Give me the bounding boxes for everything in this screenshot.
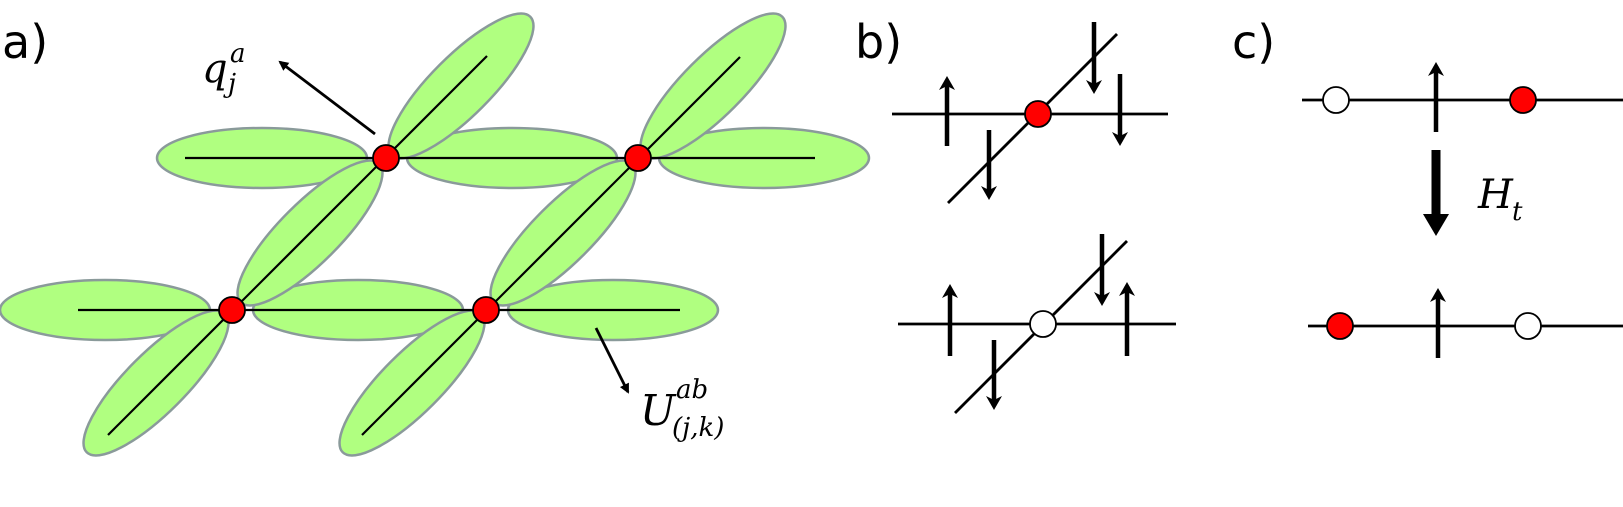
bond-line [107, 55, 488, 436]
empty-site [1322, 86, 1350, 114]
unitary-superscript: ab [676, 375, 708, 405]
panel-b: b) [855, 15, 1176, 414]
bonds [78, 55, 815, 436]
occupied-site [372, 144, 400, 172]
hamiltonian-symbol: H [1477, 172, 1514, 218]
charge-symbol: q [202, 46, 228, 92]
unitary-subscript: (j,k) [672, 413, 724, 443]
bond-line [361, 56, 741, 436]
panel-c: c) H t [1232, 15, 1623, 358]
hamiltonian-subscript: t [1512, 197, 1523, 227]
unitary-arrow [594, 327, 630, 394]
empty-site [1514, 312, 1542, 340]
occupied-site [472, 296, 500, 324]
occupied-site [1024, 100, 1052, 128]
chain-top [1302, 62, 1623, 132]
charge-superscript: a [230, 39, 246, 69]
panel-b-label: b) [855, 15, 902, 69]
occupied-site [218, 296, 246, 324]
occupied-site [1509, 86, 1537, 114]
occupied-site [1326, 312, 1354, 340]
occupied-site [624, 144, 652, 172]
panel-a: a) q a j [0, 12, 871, 457]
unitary-symbol: U [640, 386, 677, 435]
panel-a-label: a) [2, 15, 48, 69]
sites [218, 144, 652, 324]
panel-c-label: c) [1232, 15, 1275, 69]
lobes [0, 12, 871, 457]
empty-site [1029, 310, 1057, 338]
chain-bottom [1308, 288, 1623, 358]
vertex-bottom [898, 234, 1176, 414]
charge-arrow [278, 60, 376, 136]
vertex-top [892, 22, 1168, 204]
